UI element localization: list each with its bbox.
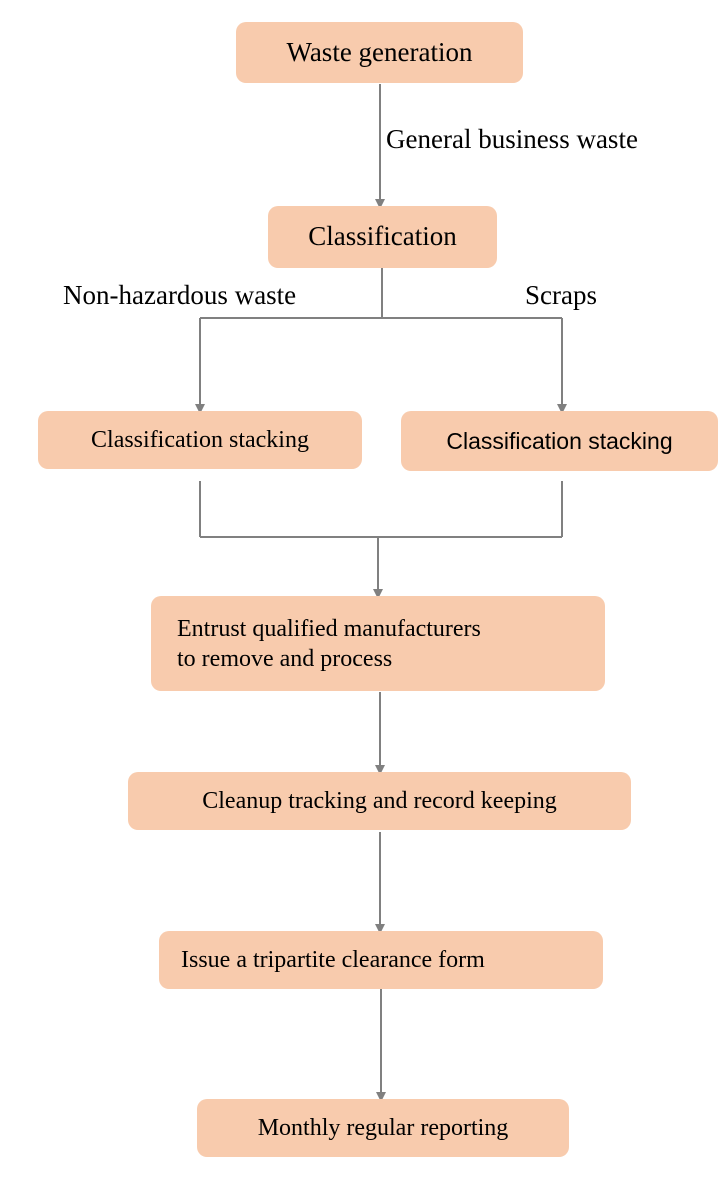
node-monthly-reporting-label: Monthly regular reporting (257, 1115, 509, 1141)
edge-label-general-business-waste: General business waste (386, 124, 638, 154)
node-issue-clearance-form-label: Issue a tripartite clearance form (181, 947, 485, 973)
node-classification-label: Classification (308, 221, 457, 252)
node-classification: Classification (268, 206, 497, 268)
node-issue-clearance-form: Issue a tripartite clearance form (159, 931, 603, 989)
node-cleanup-tracking-label: Cleanup tracking and record keeping (202, 788, 557, 814)
node-cleanup-tracking: Cleanup tracking and record keeping (128, 772, 631, 830)
node-classification-stacking-left-label: Classification stacking (91, 427, 309, 453)
node-waste-generation: Waste generation (236, 22, 523, 83)
node-waste-generation-label: Waste generation (286, 36, 473, 67)
edge-label-non-hazardous-waste: Non-hazardous waste (63, 280, 297, 310)
node-classification-stacking-left: Classification stacking (38, 411, 362, 469)
node-entrust-line-1: Entrust qualified manufacturers (177, 615, 481, 642)
node-entrust-line-2: to remove and process (177, 645, 393, 672)
node-monthly-reporting: Monthly regular reporting (197, 1099, 569, 1157)
edge-label-scraps: Scraps (525, 280, 597, 310)
node-entrust-manufacturers: Entrust qualified manufacturers to remov… (151, 596, 605, 691)
node-classification-stacking-right-label: Classification stacking (446, 427, 673, 454)
node-classification-stacking-right: Classification stacking (401, 411, 718, 471)
